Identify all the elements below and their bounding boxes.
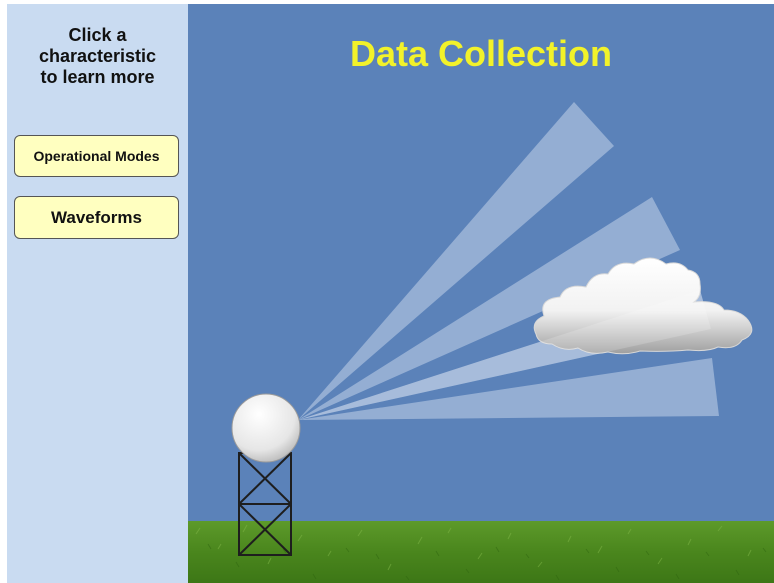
waveforms-button[interactable]: Waveforms — [14, 196, 179, 239]
sidebar-heading-line: to learn more — [40, 67, 155, 87]
radar-beam — [298, 197, 680, 420]
sidebar: Click a characteristic to learn more Ope… — [7, 4, 188, 583]
data-collection-scene: Data Collection — [188, 4, 774, 583]
sidebar-heading: Click a characteristic to learn more — [7, 25, 188, 88]
sidebar-heading-line: characteristic — [38, 46, 157, 66]
grass-shade — [207, 543, 767, 581]
radar-beam — [298, 358, 719, 420]
grass-texture — [195, 524, 752, 571]
operational-modes-button[interactable]: Operational Modes — [14, 135, 179, 177]
radar-beam-overlay — [298, 290, 711, 420]
cloud — [533, 257, 753, 355]
app-frame: Click a characteristic to learn more Ope… — [7, 4, 774, 583]
ground — [188, 521, 774, 583]
scene-title: Data Collection — [349, 33, 613, 74]
sidebar-heading-line: Click a — [68, 25, 127, 45]
radar-dome — [231, 393, 301, 463]
radar-beam — [298, 102, 614, 420]
scene-illustration — [188, 102, 774, 583]
